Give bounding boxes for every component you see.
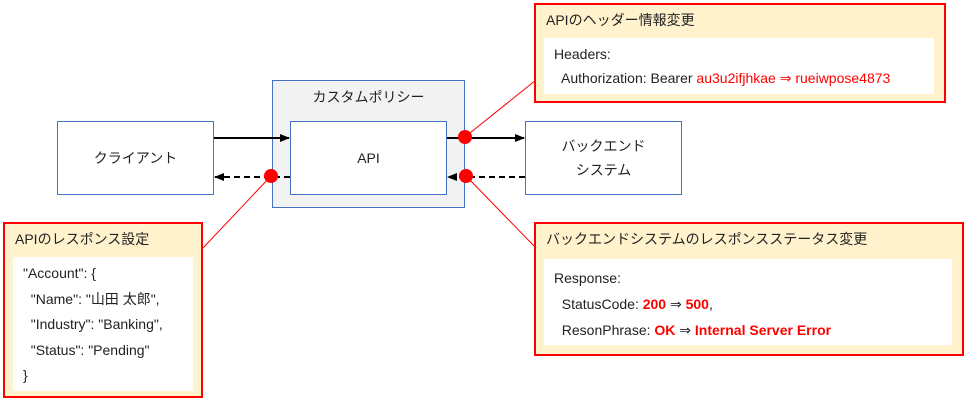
status-code-line: StatusCode: 200 ⇒ 500, — [554, 291, 942, 317]
json-line: "Name": "山田 太郎", — [23, 290, 160, 307]
headers-callout-body: Headers: Authorization: Bearer au3u2ifjh… — [544, 38, 934, 94]
reason-phrase-line: ResonPhrase: OK ⇒ Internal Server Error — [554, 317, 942, 343]
response-callout-title: APIのレスポンス設定 — [15, 231, 150, 247]
status-callout-title: バックエンドシステムのレスポンスステータス変更 — [546, 231, 868, 247]
response-setting-callout: APIのレスポンス設定 "Account": { "Name": "山田 太郎"… — [3, 222, 203, 398]
reason-phrase-old: OK — [654, 322, 676, 338]
authorization-line: Authorization: Bearer au3u2ifjhkae ⇒ rue… — [554, 66, 924, 90]
status-code-label: StatusCode: — [561, 296, 643, 312]
backend-label-line1: バックエンド — [561, 138, 646, 154]
response-callout-body: "Account": { "Name": "山田 太郎", "Industry"… — [13, 257, 193, 391]
headers-change-marker — [458, 130, 472, 144]
json-line: "Industry": "Banking", — [23, 316, 163, 332]
old-token: au3u2ifjhkae — [696, 70, 776, 86]
response-line: Response: — [554, 270, 621, 286]
json-line: "Status": "Pending" — [23, 341, 150, 358]
reason-phrase-arrow: ⇒ — [675, 322, 695, 338]
client-box: クライアント — [57, 121, 214, 195]
status-code-old: 200 — [642, 296, 667, 312]
headers-callout-title: APIのヘッダー情報変更 — [546, 12, 695, 28]
status-change-marker — [459, 169, 473, 183]
api-box: API — [290, 121, 447, 195]
json-line: "Account": { — [23, 265, 96, 281]
api-label: API — [357, 150, 380, 166]
headers-line: Headers: — [554, 46, 611, 62]
reason-phrase-label: ResonPhrase: — [561, 322, 655, 338]
reason-phrase-new: Internal Server Error — [694, 322, 832, 338]
token-arrow: ⇒ — [775, 70, 796, 86]
custom-policy-label: カスタムポリシー — [312, 89, 425, 105]
backend-label-line2: システム — [575, 162, 632, 178]
authorization-label: Authorization: Bearer — [561, 70, 697, 86]
response-callout-leader — [202, 175, 272, 249]
status-code-suffix: , — [708, 296, 713, 312]
client-label: クライアント — [93, 150, 178, 166]
status-callout-body: Response: StatusCode: 200 ⇒ 500, ResonPh… — [544, 259, 952, 345]
new-token: rueiwpose4873 — [795, 70, 891, 86]
status-code-arrow: ⇒ — [666, 296, 686, 312]
status-callout-leader — [465, 175, 537, 249]
headers-change-callout: APIのヘッダー情報変更 Headers: Authorization: Bea… — [534, 3, 946, 103]
headers-callout-leader — [464, 79, 537, 138]
status-change-callout: バックエンドシステムのレスポンスステータス変更 Response: Status… — [534, 222, 964, 356]
json-line: } — [23, 367, 28, 383]
backend-system-box: バックエンド システム — [525, 121, 682, 195]
status-code-new: 500 — [685, 296, 709, 312]
response-setting-marker — [264, 169, 278, 183]
